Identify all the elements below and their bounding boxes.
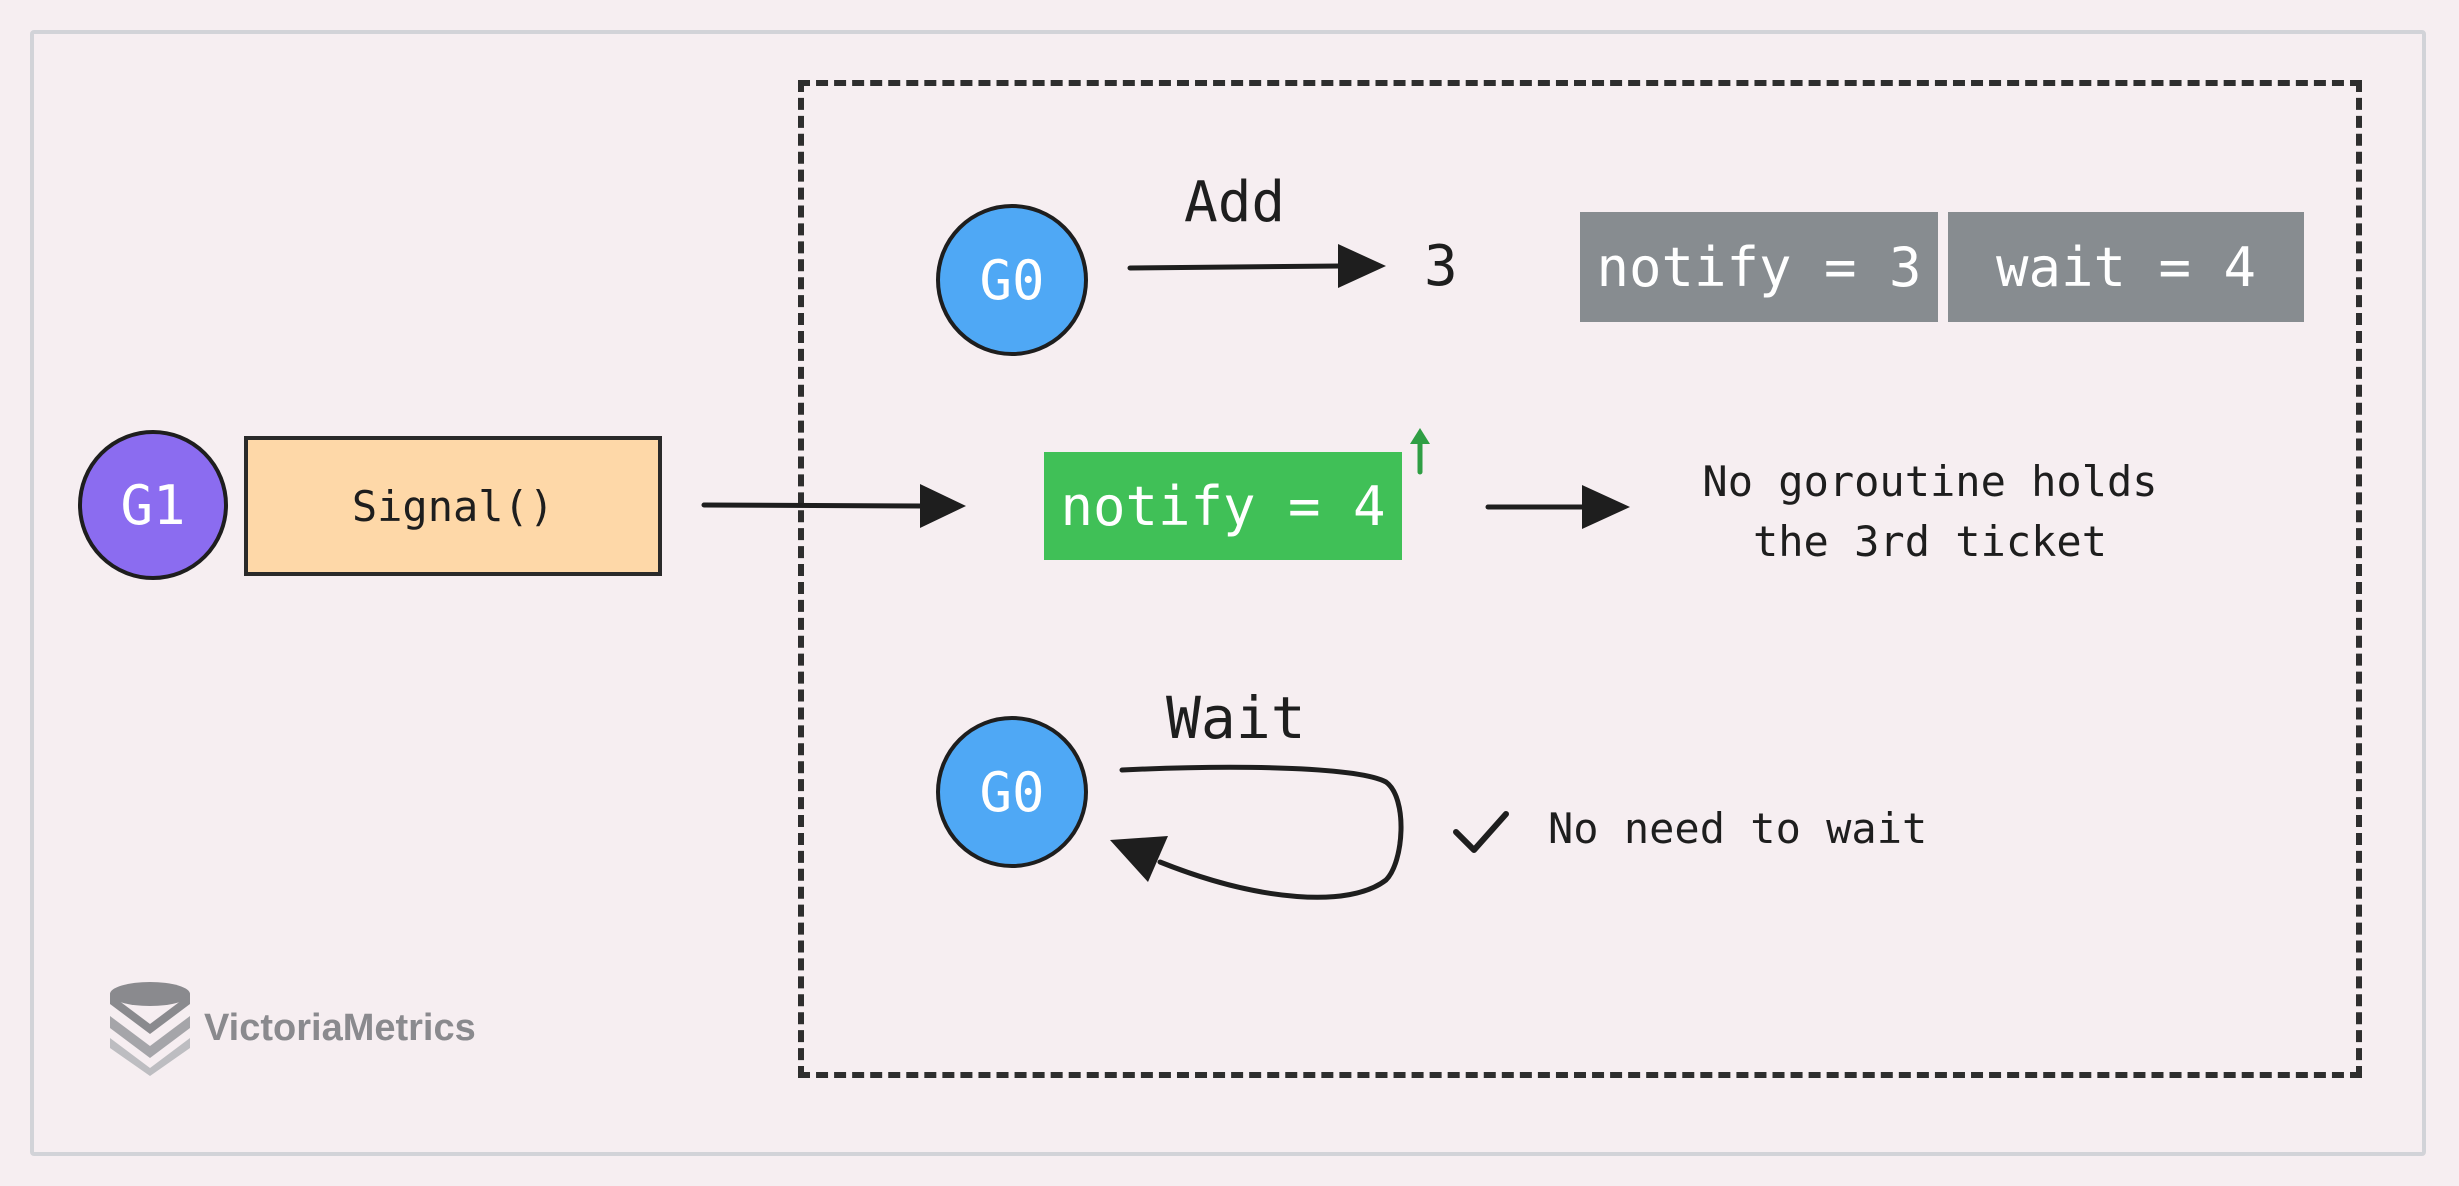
signal-arrow [701,484,966,528]
dashed-region [798,80,2362,1078]
increment-up-icon [1410,428,1430,475]
add-label: Add [1184,170,1286,235]
notify-arrow [1485,485,1630,529]
add-arrow [1127,244,1386,288]
g0-bottom-label: G0 [979,760,1045,824]
wait-value-label: wait = 4 [1995,235,2257,299]
check-icon [1453,811,1509,853]
goroutine-g0-bottom: G0 [936,716,1088,868]
g0-top-label: G0 [979,248,1045,312]
goroutine-g1: G1 [78,430,228,580]
no-need-label: No need to wait [1548,804,1928,853]
notify-new-label: notify = 4 [1060,474,1386,538]
no-goroutine-line2: the 3rd ticket [1752,517,2107,566]
notify-new-box: notify = 4 [1044,452,1402,560]
goroutine-g0-top: G0 [936,204,1088,356]
add-result: 3 [1424,234,1458,299]
signal-label: Signal() [351,481,555,531]
signal-box: Signal() [244,436,662,576]
victoriametrics-logo-icon [110,982,190,1076]
no-goroutine-line1: No goroutine holds [1702,457,2158,506]
wait-label: Wait [1166,684,1306,752]
victoriametrics-logo: VictoriaMetrics [104,980,476,1076]
outer-frame [30,30,2426,1156]
notify-old-label: notify = 3 [1596,235,1922,299]
no-goroutine-note: No goroutine holds the 3rd ticket [1660,452,2200,572]
g1-label: G1 [120,473,186,537]
notify-old-box: notify = 3 [1580,212,1938,322]
logo-text: VictoriaMetrics [204,1006,476,1049]
wait-loop-arrow [1110,764,1404,900]
wait-value-box: wait = 4 [1948,212,2304,322]
